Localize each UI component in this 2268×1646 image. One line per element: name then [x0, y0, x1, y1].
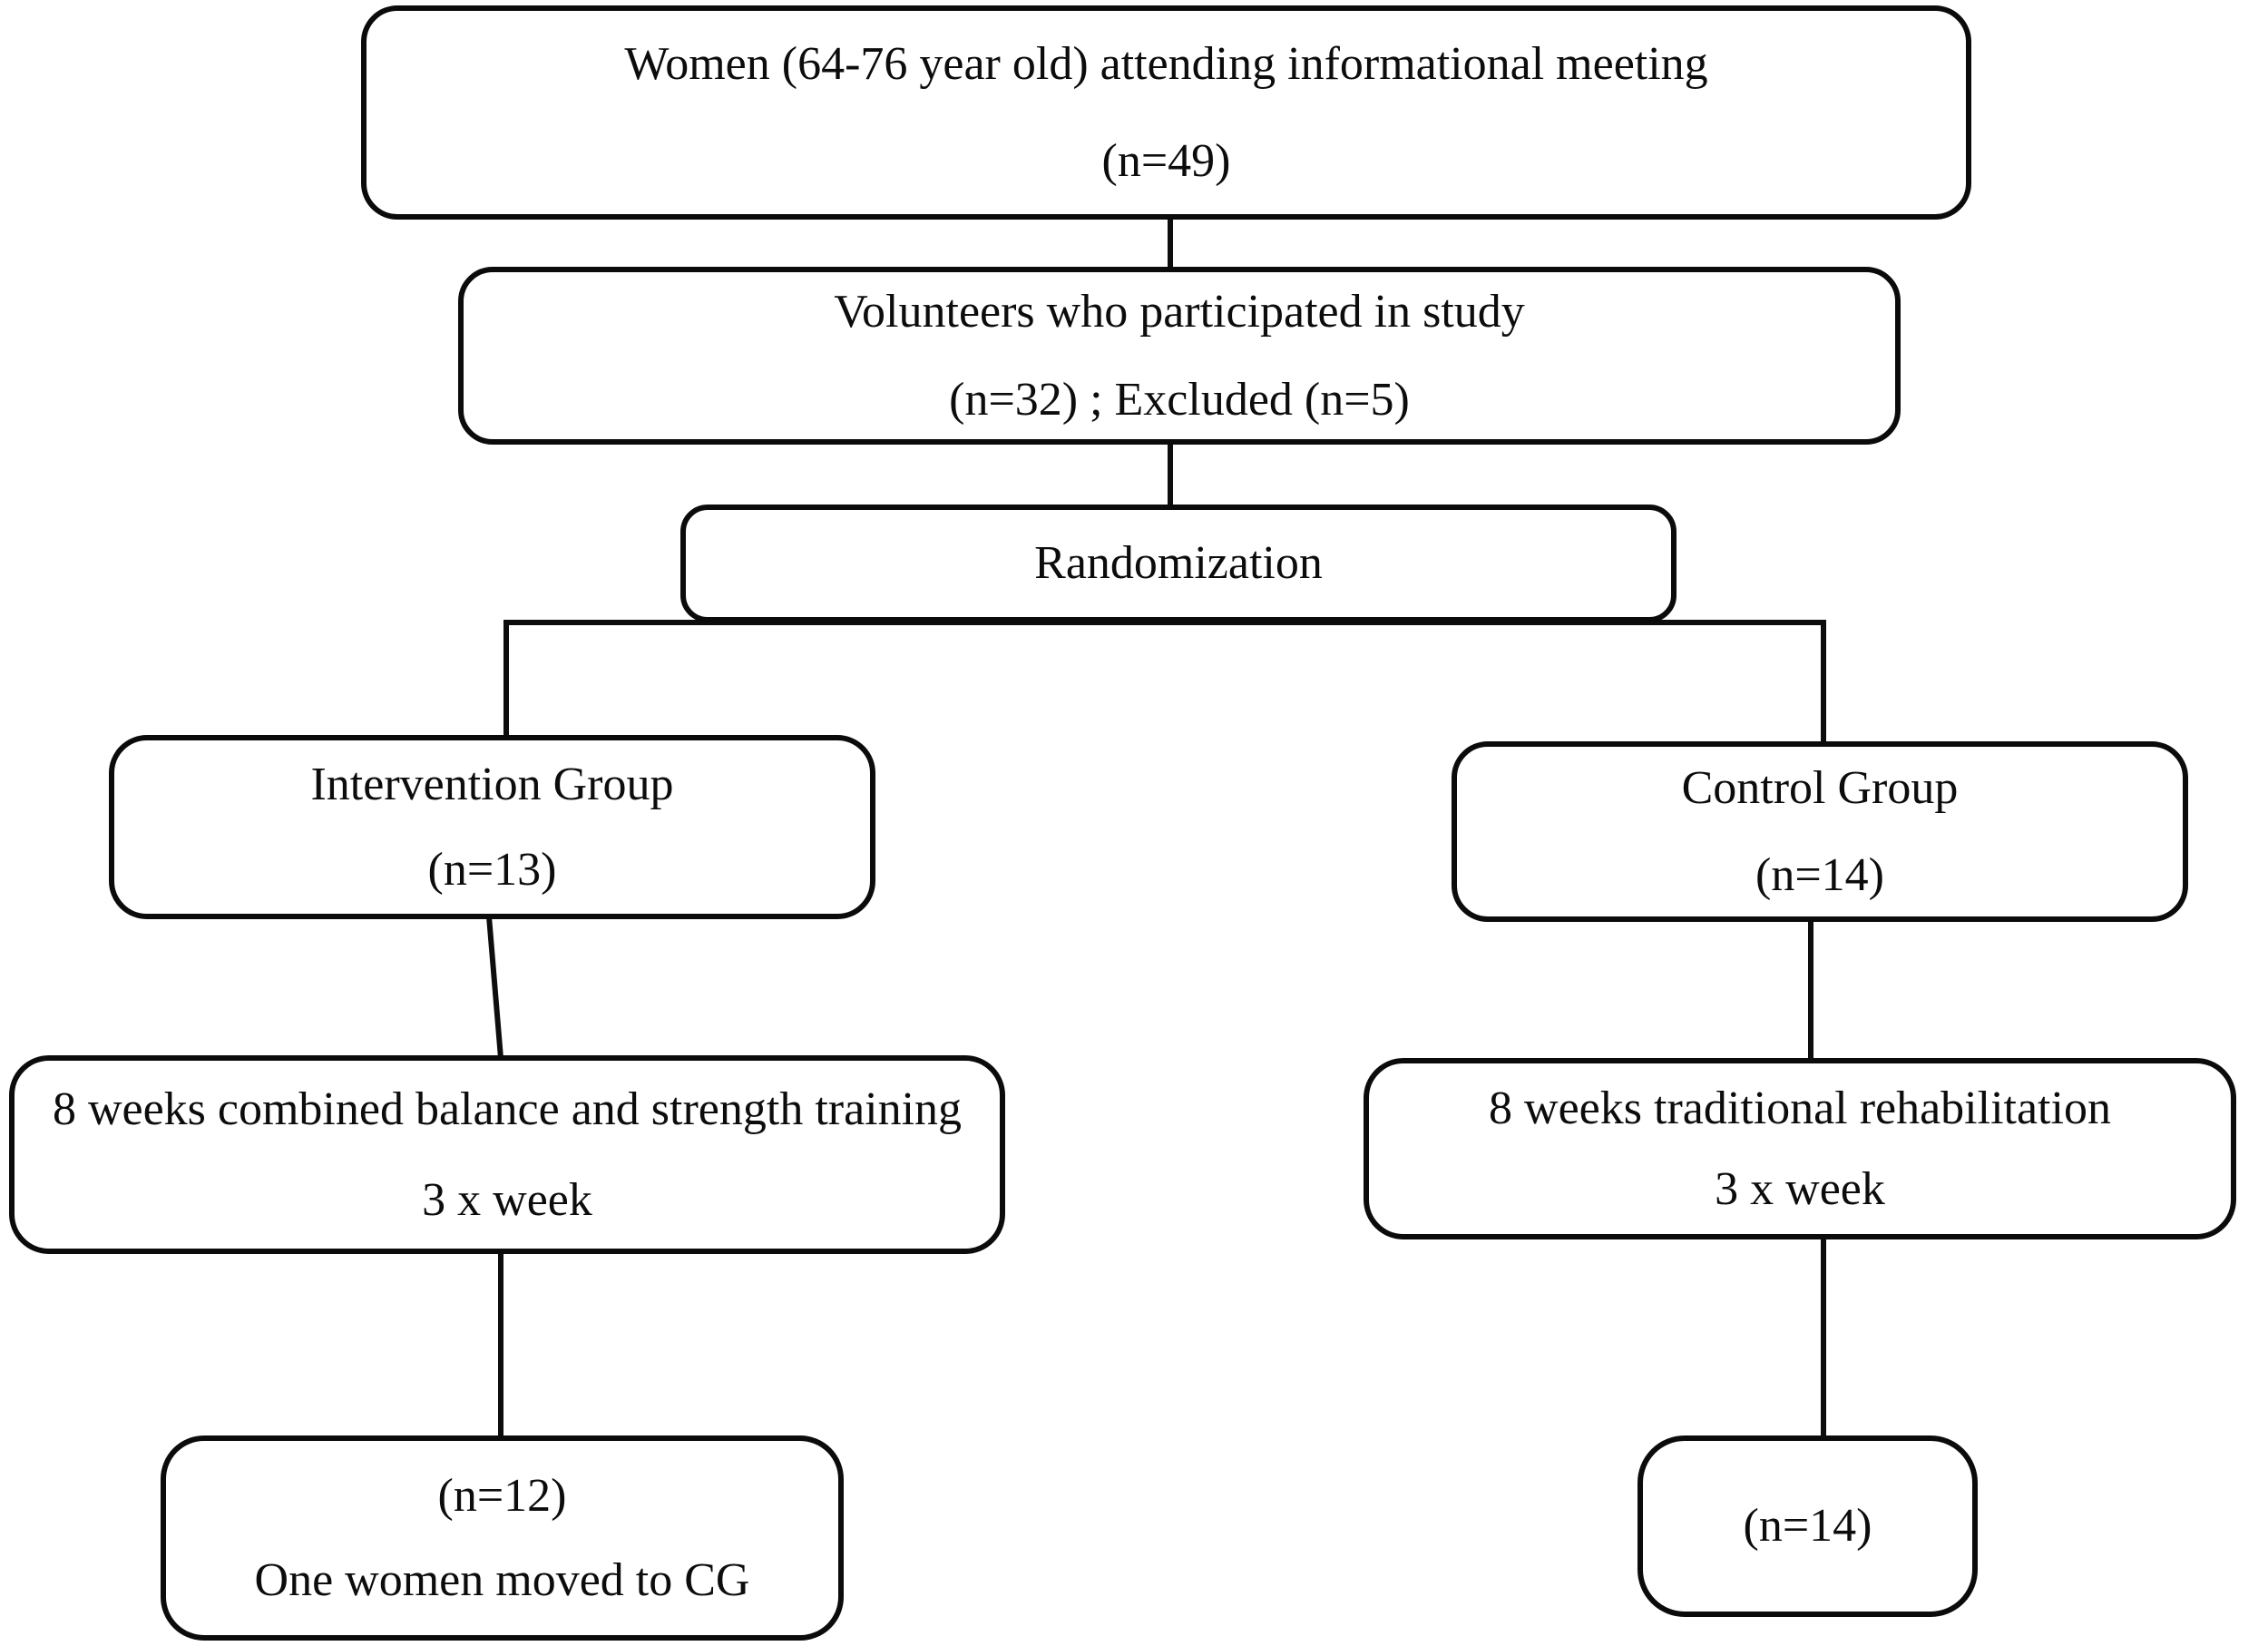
control-group-count: (n=14): [1755, 848, 1884, 901]
box-intervention-training: 8 weeks combined balance and strength tr…: [9, 1055, 1005, 1254]
randomization-label: Randomization: [1034, 537, 1323, 590]
box-volunteers: Volunteers who participated in study (n=…: [458, 267, 1901, 445]
box-intervention-group: Intervention Group (n=13): [109, 735, 875, 919]
intervention-group-count: (n=13): [427, 843, 557, 896]
control-group-label: Control Group: [1681, 762, 1959, 815]
intervention-outcome-note: One women moved to CG: [254, 1554, 750, 1606]
box-control-training: 8 weeks traditional rehabilitation 3 x w…: [1364, 1058, 2236, 1239]
box-enrollment: Women (64-76 year old) attending informa…: [361, 5, 1971, 220]
intervention-group-label: Intervention Group: [310, 759, 674, 811]
box-randomization: Randomization: [680, 505, 1677, 622]
volunteers-description: Volunteers who participated in study: [834, 285, 1525, 338]
volunteers-count: (n=32) ; Excluded (n=5): [949, 374, 1410, 426]
box-intervention-outcome: (n=12) One women moved to CG: [161, 1435, 844, 1641]
control-training-description: 8 weeks traditional rehabilitation: [1489, 1082, 2111, 1134]
intervention-training-description: 8 weeks combined balance and strength tr…: [52, 1083, 963, 1135]
control-training-frequency: 3 x week: [1715, 1163, 1885, 1215]
enrollment-count: (n=49): [1101, 135, 1231, 187]
intervention-outcome-count: (n=12): [437, 1469, 567, 1522]
box-control-group: Control Group (n=14): [1452, 741, 2188, 922]
edge-intervention-to-training: [486, 916, 503, 1059]
control-outcome-count: (n=14): [1743, 1500, 1872, 1553]
box-control-outcome: (n=14): [1637, 1435, 1978, 1617]
intervention-training-frequency: 3 x week: [422, 1174, 592, 1226]
enrollment-description: Women (64-76 year old) attending informa…: [624, 37, 1708, 90]
